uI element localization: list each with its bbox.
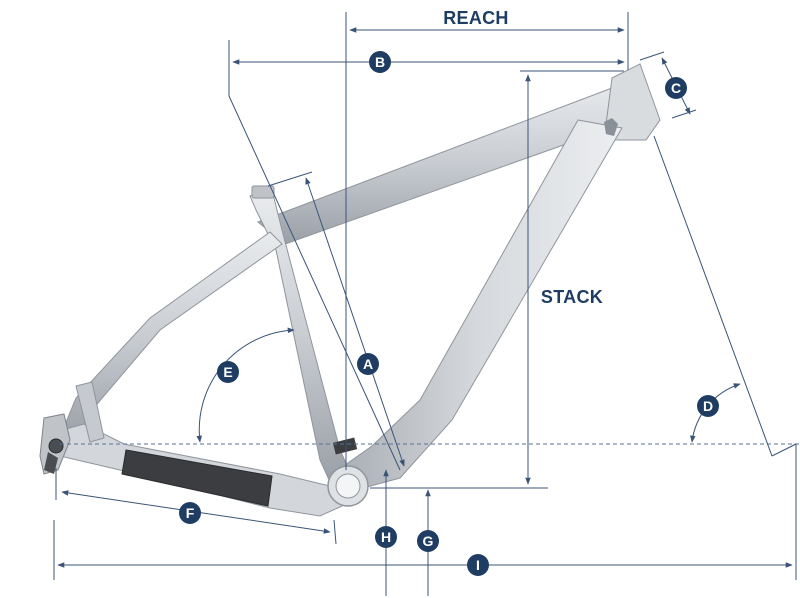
- badge-b: B: [369, 51, 391, 73]
- badge-a: A: [357, 353, 379, 375]
- badge-d: D: [697, 395, 719, 417]
- svg-text:G: G: [423, 533, 434, 549]
- svg-text:I: I: [476, 557, 480, 573]
- label-reach: REACH: [443, 8, 509, 28]
- badge-h: H: [375, 526, 397, 548]
- label-stack: STACK: [541, 287, 603, 307]
- badge-c: C: [665, 77, 687, 99]
- dimension-lines: [53, 12, 800, 596]
- svg-text:B: B: [375, 54, 385, 70]
- head-badge-icon: [604, 118, 618, 136]
- svg-text:H: H: [381, 529, 391, 545]
- badge-i: I: [467, 554, 489, 576]
- derailleur-hanger-arm: [44, 452, 58, 474]
- svg-text:A: A: [363, 356, 373, 372]
- bottom-bracket-shell: [335, 473, 361, 499]
- badge-g: G: [417, 530, 439, 552]
- stay-brace: [75, 381, 105, 443]
- svg-text:STACK: STACK: [541, 287, 603, 307]
- svg-text:C: C: [671, 80, 681, 96]
- badge-f: F: [179, 502, 201, 524]
- svg-text:REACH: REACH: [443, 8, 509, 28]
- derailleur-hanger: [48, 438, 64, 454]
- svg-text:E: E: [223, 364, 232, 380]
- svg-text:D: D: [703, 398, 713, 414]
- badge-e: E: [217, 361, 239, 383]
- seat-clamp: [251, 185, 275, 199]
- svg-text:F: F: [186, 505, 195, 521]
